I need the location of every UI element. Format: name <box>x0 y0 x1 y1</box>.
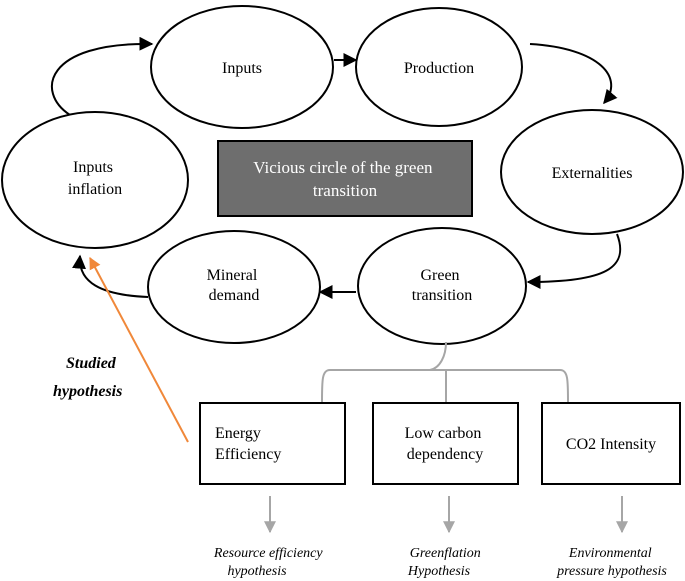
studied-hypothesis-line1: Studied <box>66 355 117 372</box>
arrow-inputs-inflation-to-inputs <box>50 36 154 116</box>
node-inputs-inflation: Inputs inflation <box>1 111 189 249</box>
variable-co2-intensity: CO2 Intensity <box>541 402 681 485</box>
node-inputs-shape <box>150 5 334 129</box>
node-inputs: Inputs <box>150 5 334 129</box>
center-title-box: Vicious circle of the green transition <box>217 140 473 217</box>
node-inputs-inflation-shape <box>1 111 189 249</box>
variable-low-carbon-dependency-line1: Low carbon <box>405 425 482 442</box>
node-production-label: Production <box>404 60 474 77</box>
variable-energy-efficiency-shape <box>199 402 346 485</box>
hypothesis-environmental-pressure-line2: pressure hypothesis <box>556 564 667 579</box>
node-green-transition-shape <box>357 227 527 345</box>
node-inputs-inflation-label-line1: Inputs <box>73 159 113 176</box>
svg-text:Energy Efficiency: Energy Efficiency <box>215 425 281 463</box>
variable-energy-efficiency-line1: Energy <box>215 425 261 442</box>
studied-hypothesis-arrow <box>89 256 189 443</box>
hypothesis-resource-efficiency-line1: Resource efficiency <box>213 546 323 561</box>
svg-text:Inputs inflation: Inputs inflation <box>68 159 122 198</box>
node-production-shape <box>355 7 523 127</box>
svg-text:Externalities: Externalities <box>552 165 633 182</box>
arrow-externalities-to-green-transition <box>526 233 622 289</box>
variable-low-carbon-dependency: Low carbon dependency <box>372 402 519 485</box>
svg-text:Green transition: Green transition <box>412 267 472 304</box>
node-production: Production <box>355 7 523 127</box>
cycle-arrows <box>50 36 622 299</box>
svg-text:Production: Production <box>404 60 474 77</box>
center-title-line1: Vicious circle of the green <box>253 158 433 177</box>
variable-co2-intensity-label: CO2 Intensity <box>566 436 656 453</box>
svg-text:Vicious circle of the green: Vicious circle of the green transition <box>253 158 437 200</box>
hypothesis-resource-efficiency: Resource efficiency hypothesis <box>213 546 326 579</box>
variable-energy-efficiency-line2: Efficiency <box>215 446 281 463</box>
node-green-transition: Green transition <box>357 227 527 345</box>
svg-text:Low carbon dependency: Low carbon dependency <box>405 425 486 463</box>
node-inputs-label: Inputs <box>222 60 262 77</box>
node-green-transition-label-line1: Green <box>420 267 459 284</box>
variables-bracket <box>321 341 569 403</box>
variable-co2-intensity-shape <box>541 402 681 485</box>
studied-hypothesis-line2: hypothesis <box>53 383 122 400</box>
node-mineral-demand: Mineral demand <box>147 230 321 344</box>
variable-low-carbon-dependency-shape <box>372 402 519 485</box>
center-title-line2: transition <box>313 181 378 200</box>
node-mineral-demand-shape <box>147 230 321 344</box>
node-externalities-shape <box>500 109 684 235</box>
node-mineral-demand-label-line2: demand <box>209 287 260 304</box>
hypothesis-resource-efficiency-line2: hypothesis <box>227 564 287 579</box>
svg-text:Mineral demand: Mineral demand <box>207 267 262 304</box>
hypothesis-environmental-pressure: Environmental pressure hypothesis <box>556 546 667 579</box>
arrow-mineral-demand-to-inputs-inflation <box>72 254 149 298</box>
node-externalities-label: Externalities <box>552 165 633 182</box>
node-externalities: Externalities <box>500 109 684 235</box>
node-mineral-demand-label-line1: Mineral <box>207 267 258 284</box>
studied-hypothesis-label: Studied hypothesis <box>53 355 122 400</box>
hypothesis-arrows <box>264 496 628 534</box>
hypothesis-greenflation-line2: Hypothesis <box>407 564 471 579</box>
node-inputs-inflation-label-line2: inflation <box>68 181 122 198</box>
svg-text:Inputs: Inputs <box>222 60 262 77</box>
hypothesis-environmental-pressure-line1: Environmental <box>568 546 652 561</box>
hypothesis-greenflation: Greenflation Hypothesis <box>407 546 484 579</box>
node-green-transition-label-line2: transition <box>412 287 472 304</box>
svg-text:CO2 Intensity: CO2 Intensity <box>566 436 656 453</box>
center-title-box-shape <box>217 140 473 217</box>
hypothesis-greenflation-line1: Greenflation <box>410 546 481 561</box>
variable-low-carbon-dependency-line2: dependency <box>407 446 483 463</box>
arrow-production-to-externalities <box>529 43 618 105</box>
variable-energy-efficiency: Energy Efficiency <box>199 402 346 485</box>
